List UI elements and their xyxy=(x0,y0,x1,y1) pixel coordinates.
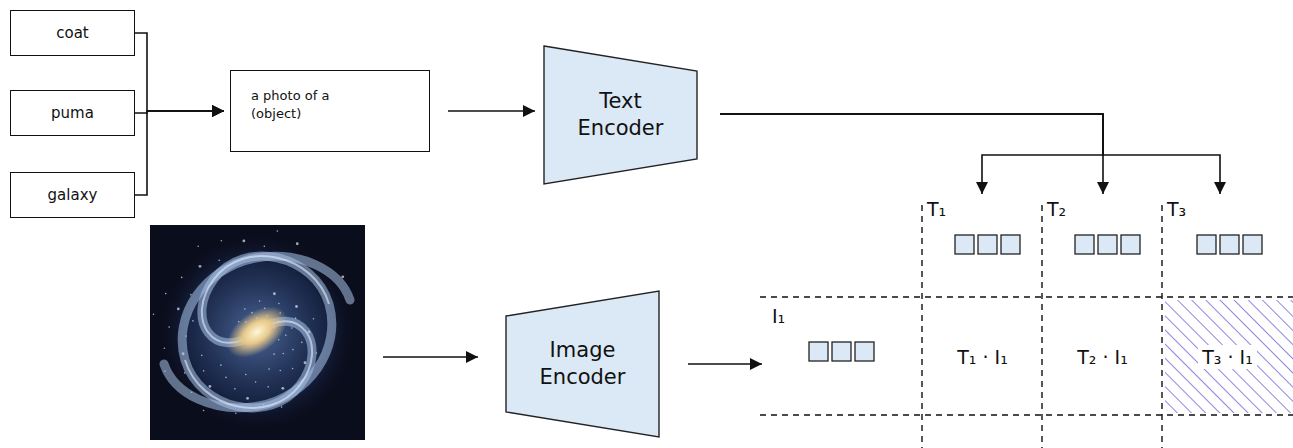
connector-arrow xyxy=(720,114,1103,194)
input-arrow xyxy=(383,356,478,358)
prompt-template-box: a photo of a (object) xyxy=(230,70,430,152)
node-label: a photo of a (object) xyxy=(251,87,351,122)
similarity-cell: T₁ · I₁ xyxy=(925,300,1040,413)
embedding-vector xyxy=(1196,234,1266,256)
class-label-box: galaxy xyxy=(10,172,135,218)
node-label: galaxy xyxy=(48,186,98,204)
text-embedding: T₃ xyxy=(1165,198,1285,262)
galaxy-picture xyxy=(150,225,365,440)
embedding-vector xyxy=(808,341,878,363)
node-label: T₃ xyxy=(1167,198,1186,220)
image-encoder: Image Encoder xyxy=(505,290,660,438)
connector-arrow xyxy=(448,110,535,112)
node-label: puma xyxy=(51,104,94,122)
trapezoid-outline xyxy=(543,45,698,185)
connector-arrow xyxy=(720,114,1103,194)
class-label-box: puma xyxy=(10,90,135,136)
node-label: T₂ xyxy=(1047,198,1066,220)
node-label: T₁ xyxy=(927,198,946,220)
image-embedding: I₁ xyxy=(770,305,910,385)
node-label: I₁ xyxy=(772,305,785,327)
connector-arrow xyxy=(135,33,224,111)
highlight-hatch xyxy=(1165,300,1293,413)
trapezoid-outline xyxy=(505,290,660,438)
similarity-cell: T₃ · I₁ xyxy=(1165,300,1290,413)
class-label-box: coat xyxy=(10,10,135,56)
embedding-vector xyxy=(1074,234,1144,256)
text-embedding: T₂ xyxy=(1045,198,1160,262)
node-label: T₁ · I₁ xyxy=(953,345,1012,369)
text-encoder: Text Encoder xyxy=(543,45,698,185)
node-label: Text Encoder xyxy=(566,88,676,143)
node-label: Image Encoder xyxy=(528,337,638,392)
node-label: coat xyxy=(56,24,89,42)
connector-arrow xyxy=(135,111,224,195)
connector-arrow xyxy=(688,363,762,365)
connector-arrow xyxy=(720,114,1220,194)
text-embedding: T₁ xyxy=(925,198,1040,262)
matrix-grid xyxy=(760,205,1293,448)
similarity-cell: T₂ · I₁ xyxy=(1045,300,1160,413)
node-label: T₂ · I₁ xyxy=(1073,345,1132,369)
embedding-vector xyxy=(954,234,1024,256)
node-label: T₃ · I₁ xyxy=(1198,345,1257,369)
